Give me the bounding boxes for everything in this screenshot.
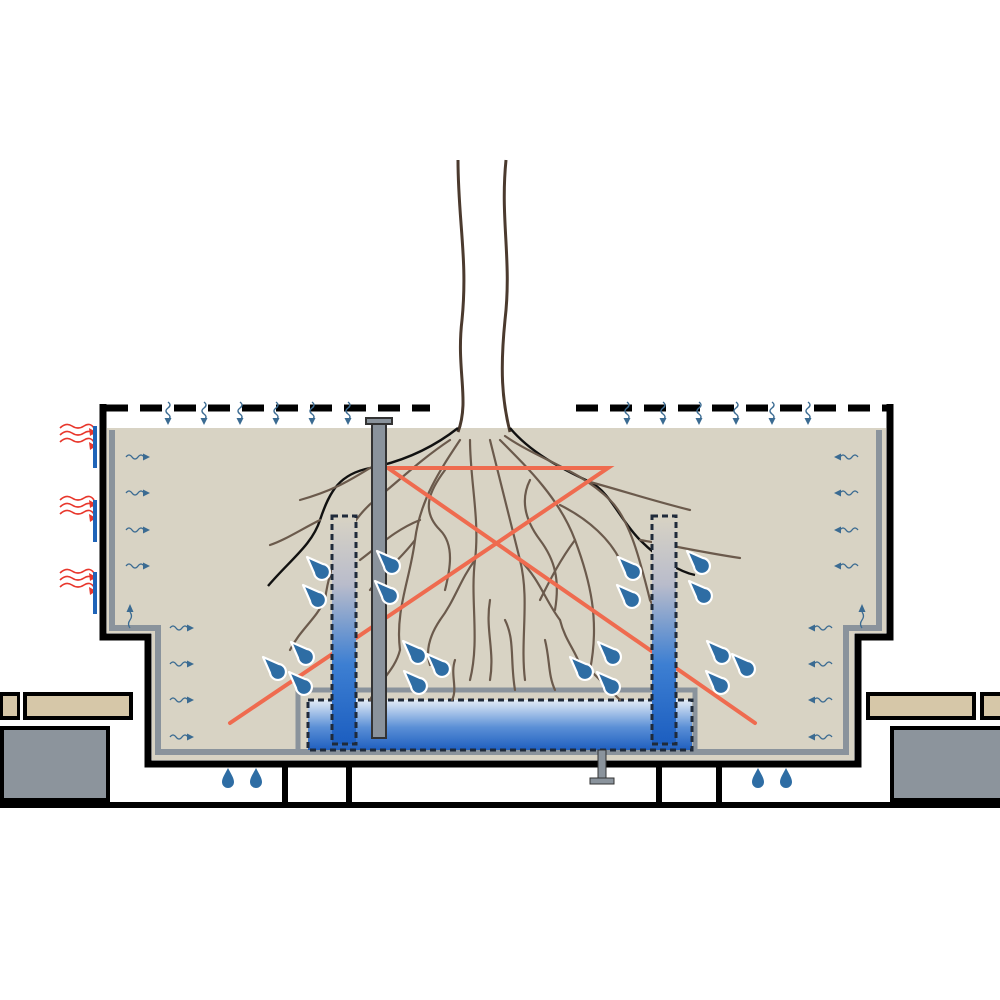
side-air-arrows — [125, 452, 866, 742]
heat-wave-icon — [59, 495, 97, 523]
planter-liner — [109, 430, 882, 755]
paver — [870, 696, 972, 716]
heat-source — [59, 423, 97, 614]
wavy-arrow-icon — [126, 604, 134, 629]
wavy-arrow-icon — [858, 604, 866, 629]
wavy-arrow-icon — [767, 401, 777, 426]
insulation-strip — [93, 572, 97, 614]
curb-block — [894, 730, 1000, 798]
right-sidewalk — [866, 692, 1000, 802]
heat-wave-icon — [59, 568, 97, 596]
water-droplet-icon — [780, 768, 792, 788]
tree-trunk — [456, 159, 512, 433]
drain-outlet-icon — [589, 749, 615, 785]
wavy-arrow-icon — [803, 401, 813, 426]
paver — [27, 696, 129, 716]
drainage-drops — [222, 768, 792, 788]
insulation-strip — [93, 500, 97, 542]
central-stake-pipe — [365, 417, 393, 739]
left-sidewalk — [0, 692, 133, 802]
water-droplet-icon — [250, 768, 262, 788]
ground-line — [0, 802, 1000, 808]
wick-column-left — [330, 514, 358, 746]
water-droplet-icon — [222, 768, 234, 788]
insulation-strip — [93, 426, 97, 468]
heat-wave-icon — [59, 423, 97, 451]
wavy-arrow-icon — [163, 401, 173, 426]
wick-column-right — [650, 514, 678, 746]
wavy-arrow-icon — [235, 401, 245, 426]
water-droplet-icon — [752, 768, 764, 788]
footings — [282, 763, 722, 803]
curb-block — [4, 730, 106, 798]
wavy-arrow-icon — [199, 401, 209, 426]
planter-outer-wall — [99, 404, 894, 768]
